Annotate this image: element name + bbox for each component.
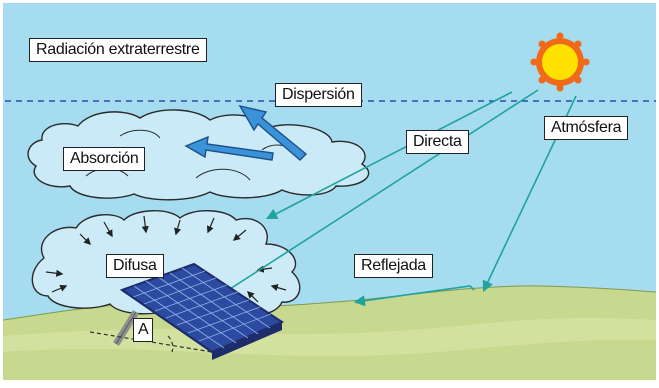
absorption-arrow: [184, 135, 274, 161]
ray-reflected: [353, 285, 475, 307]
sun-icon: [530, 32, 590, 92]
ray-direct: [214, 89, 539, 300]
atmosphere-label: Atmósfera: [544, 116, 629, 140]
extraterrestrial-radiation-label: Radiación extraterrestre: [29, 38, 207, 62]
reflected-label: Reflejada: [354, 254, 433, 278]
absorption-label: Absorción: [63, 147, 146, 171]
ray-to-cloud: [266, 91, 513, 220]
diffuse-arrows: [45, 215, 287, 303]
ground-band: [3, 318, 656, 356]
dispersion-arrow: [238, 104, 308, 161]
direct-label: Directa: [406, 130, 469, 154]
upper-cloud: [27, 109, 370, 201]
diffuse-label: Difusa: [106, 254, 164, 278]
angle-label: A: [133, 318, 154, 342]
solar-panel-icon: [113, 262, 285, 360]
tilt-angle-marks: [89, 331, 213, 353]
scattering-label: Dispersión: [275, 83, 362, 107]
